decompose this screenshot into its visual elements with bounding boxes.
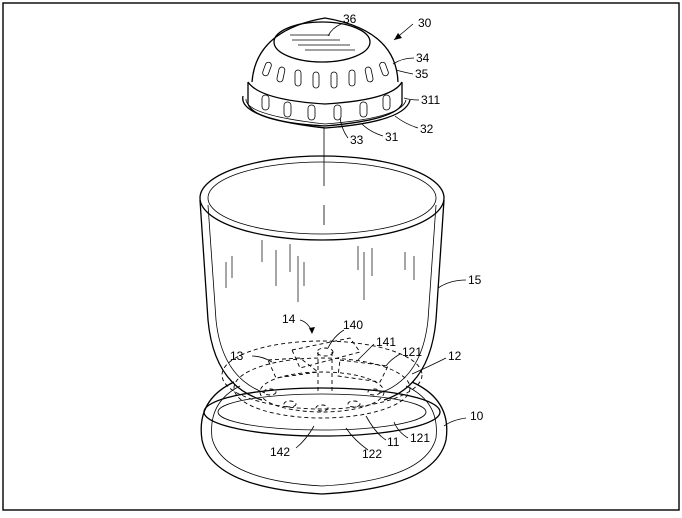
blade-assembly — [221, 337, 423, 419]
lid-assembly — [242, 17, 411, 129]
base-top-ring-inner — [217, 393, 427, 431]
blade-upper — [291, 337, 361, 369]
lid-lower-band-top — [247, 81, 403, 105]
lid-lower-band — [247, 82, 403, 127]
label-31: 31 — [385, 130, 399, 144]
label-30: 30 — [418, 16, 432, 30]
blade-right — [337, 359, 389, 383]
label-140: 140 — [343, 318, 363, 332]
base-inner — [211, 385, 437, 487]
lid-cap-hatching — [290, 34, 355, 51]
base-top-ring — [203, 387, 441, 437]
label-15: 15 — [468, 273, 482, 287]
label-32: 32 — [420, 122, 434, 136]
lid-cap — [273, 21, 371, 63]
label-13: 13 — [230, 349, 244, 363]
blade-hub — [316, 347, 334, 357]
label-311: 311 — [421, 93, 440, 107]
jar-rim-outer — [199, 155, 445, 241]
label-34: 34 — [416, 51, 430, 65]
lid-flange-inner — [245, 98, 407, 125]
drawing-frame — [2, 2, 680, 511]
reference-labels: 30 36 34 35 311 32 31 33 15 14 140 141 1… — [230, 12, 484, 461]
leader-lines — [251, 23, 467, 451]
blade-left — [267, 357, 320, 379]
lid-upper-slots — [262, 61, 389, 89]
jar-right-inner — [379, 204, 437, 394]
label-10: 10 — [470, 409, 484, 423]
label-36: 36 — [343, 12, 357, 26]
lid-dome — [251, 17, 399, 83]
label-11: 11 — [387, 435, 400, 449]
blade-holder-ring — [221, 340, 423, 410]
lid-lower-slots — [261, 94, 391, 121]
label-141: 141 — [376, 335, 396, 349]
label-33: 33 — [350, 133, 364, 147]
base-holes — [263, 388, 381, 412]
jar-shading — [225, 240, 415, 302]
jar-right-side — [383, 199, 445, 401]
label-35: 35 — [415, 67, 429, 81]
jar-left-inner — [207, 204, 266, 394]
base-outer — [200, 381, 448, 495]
base — [200, 381, 448, 495]
label-122: 122 — [362, 447, 382, 461]
lid-flange-outer — [242, 95, 411, 129]
label-142: 142 — [270, 445, 290, 459]
jar-left-side — [199, 199, 263, 401]
label-121-lower: 121 — [410, 431, 430, 445]
label-121-upper: 121 — [402, 345, 422, 359]
label-14: 14 — [282, 312, 296, 326]
jar — [199, 155, 445, 401]
jar-rim-inner — [207, 161, 437, 235]
label-12: 12 — [448, 349, 462, 363]
